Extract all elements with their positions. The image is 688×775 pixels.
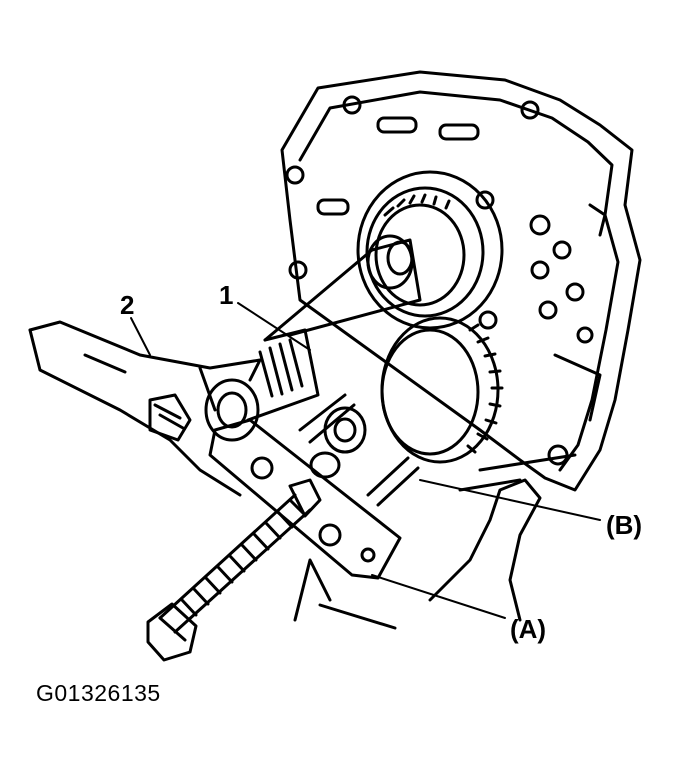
forcing-screw [146, 478, 322, 662]
transmission-case [280, 70, 642, 492]
wrench [28, 320, 262, 497]
figure-id: G01326135 [36, 680, 161, 706]
puller-plate [208, 393, 420, 580]
shaft [204, 234, 422, 442]
leader-lines [130, 302, 601, 619]
callout-1: 1 [219, 280, 234, 310]
callout-a: (A) [510, 614, 547, 644]
bearing-assembly [356, 170, 504, 330]
callout-2: 2 [120, 290, 135, 320]
callout-b: (B) [606, 510, 643, 540]
gear [380, 316, 504, 464]
support [293, 453, 577, 630]
